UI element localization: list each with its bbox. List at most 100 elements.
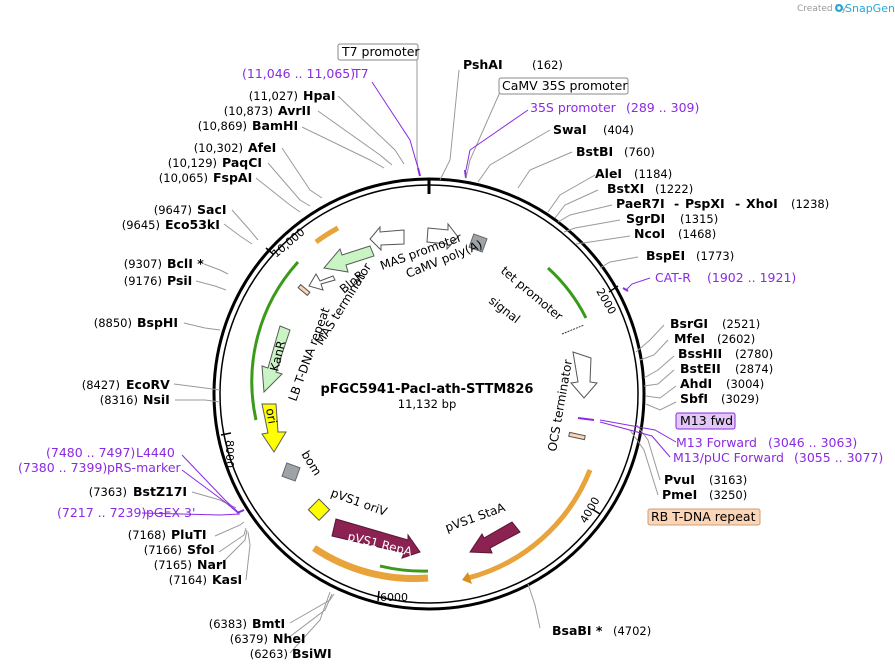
- svg-text:pGEX 3': pGEX 3': [146, 505, 195, 520]
- site-bsphi[interactable]: (8850)BspHI: [94, 315, 178, 330]
- svg-text:SgrDI: SgrDI: [626, 211, 665, 226]
- scale-tick-2000: 2000: [593, 285, 619, 317]
- site-alei[interactable]: AleI(1184): [595, 166, 672, 181]
- site-paer7i[interactable]: PaeR7I - PspXI - XhoI (1238): [616, 196, 829, 211]
- site-sbfi[interactable]: SbfI(3029): [680, 391, 759, 406]
- svg-text:-: -: [674, 196, 679, 211]
- site-bsshii[interactable]: BssHII(2780): [678, 346, 773, 361]
- svg-text:BamHI: BamHI: [252, 118, 298, 133]
- site-bsabi[interactable]: BsaBI *(4702): [552, 623, 651, 638]
- svg-text:L4440: L4440: [136, 445, 175, 460]
- feature-kanr: KanR: [267, 339, 288, 372]
- site-pshai[interactable]: PshAI (162): [463, 57, 563, 72]
- svg-text:SacI: SacI: [197, 202, 227, 217]
- svg-text:(2874): (2874): [735, 362, 773, 376]
- svg-text:2000: 2000: [593, 286, 618, 317]
- site-ahdi[interactable]: AhdI(3004): [680, 376, 764, 391]
- svg-text:(10,873): (10,873): [224, 104, 273, 118]
- svg-text:(7168): (7168): [128, 528, 166, 542]
- site-bsteii[interactable]: BstEII(2874): [680, 361, 773, 376]
- site-hpai[interactable]: (11,027)HpaI: [249, 88, 336, 103]
- svg-text:PmeI: PmeI: [662, 487, 697, 502]
- tet-promoter-mark: [561, 324, 585, 335]
- svg-text:BclI *: BclI *: [167, 256, 204, 271]
- site-fspai[interactable]: (10,065) FspAI: [159, 170, 252, 185]
- site-nsii[interactable]: (8316)NsiI: [100, 392, 170, 407]
- pvs1-repa-arrow[interactable]: [331, 518, 421, 559]
- site-sfoi[interactable]: (7166)SfoI: [144, 542, 215, 557]
- site-bstbi[interactable]: BstBI(760): [576, 144, 655, 159]
- svg-text:(1468): (1468): [678, 227, 716, 241]
- site-afei[interactable]: (10,302)AfeI: [194, 140, 276, 155]
- site-avrii[interactable]: (10,873)AvrII: [224, 103, 311, 118]
- feature-pvs1-oriv: pVS1 oriV: [329, 486, 390, 520]
- m13-fwd-box: [675, 412, 736, 430]
- site-bamhi[interactable]: (10,869) BamHI: [198, 118, 298, 133]
- svg-text:(2780): (2780): [735, 347, 773, 361]
- svg-text:M13 Forward: M13 Forward: [676, 435, 757, 450]
- primer-35s: 35S promoter (289 .. 309): [530, 100, 699, 115]
- site-sgrdi[interactable]: SgrDI(1315): [626, 211, 718, 226]
- svg-text:(10,869): (10,869): [198, 119, 247, 133]
- site-nhei[interactable]: (6379)NheI: [230, 631, 306, 646]
- site-swai[interactable]: SwaI(404): [553, 122, 634, 137]
- camv-35s-promoter-label: CaMV 35S promoter: [502, 78, 628, 93]
- svg-text:PaqCI: PaqCI: [222, 155, 262, 170]
- svg-text:PshAI: PshAI: [463, 57, 503, 72]
- site-saci[interactable]: (9647)SacI: [154, 202, 227, 217]
- ori-arrow: [261, 403, 287, 453]
- pvs1-oriv-box: [307, 498, 331, 522]
- site-pmei[interactable]: PmeI(3250): [662, 487, 747, 502]
- svg-text:(7217 .. 7239): (7217 .. 7239): [57, 505, 146, 520]
- scale-tick-4000: 4000: [577, 495, 602, 526]
- svg-text:BsrGI: BsrGI: [670, 316, 708, 331]
- svg-text:PsiI: PsiI: [167, 273, 192, 288]
- site-paqci[interactable]: (10,129) PaqCI: [168, 155, 262, 170]
- rb-tdna-arc: [467, 469, 593, 581]
- site-ecorv[interactable]: (8427)EcoRV: [82, 377, 170, 392]
- svg-text:4000: 4000: [577, 495, 602, 526]
- site-bstz17i[interactable]: (7363)BstZ17I: [89, 484, 187, 499]
- site-nari[interactable]: (7165)NarI: [154, 557, 227, 572]
- svg-text:(9645): (9645): [122, 218, 160, 232]
- site-bsiwi[interactable]: (6263)BsiWI: [250, 646, 332, 661]
- svg-text:(7165): (7165): [154, 558, 192, 572]
- site-bcli[interactable]: (9307)BclI *: [124, 256, 204, 271]
- svg-text:FspAI: FspAI: [213, 170, 252, 185]
- svg-text:(10,065): (10,065): [159, 171, 208, 185]
- svg-text:T7: T7: [352, 66, 369, 81]
- site-ncoi[interactable]: NcoI(1468): [634, 226, 716, 241]
- cat-r-primer-mark: [622, 287, 629, 292]
- credit-text: Created by: [797, 4, 847, 14]
- pvs1-staa-arrow[interactable]: [469, 521, 521, 554]
- svg-text:(162): (162): [532, 58, 563, 72]
- svg-text:8000: 8000: [223, 440, 236, 468]
- repa-green-arc: [379, 564, 429, 573]
- primer-leader-lines: [141, 81, 677, 516]
- svg-text:KasI: KasI: [212, 572, 242, 587]
- site-psii[interactable]: (9176)PsiI: [124, 273, 193, 288]
- svg-text:(1773): (1773): [696, 249, 734, 263]
- site-mfei[interactable]: MfeI(2602): [674, 331, 755, 346]
- site-bspei[interactable]: BspEI(1773): [646, 248, 734, 263]
- site-pvui[interactable]: PvuI(3163): [664, 472, 747, 487]
- svg-text:Eco53kI: Eco53kI: [165, 217, 220, 232]
- svg-text:(10,129): (10,129): [168, 156, 217, 170]
- svg-text:(7363): (7363): [89, 485, 127, 499]
- site-bmti[interactable]: (6383)BmtI: [209, 616, 285, 631]
- svg-text:NheI: NheI: [273, 631, 306, 646]
- t7-promoter-label: T7 promoter: [341, 44, 420, 59]
- site-pluti[interactable]: (7168)PluTI: [128, 527, 207, 542]
- repa-outer-arc: [312, 545, 429, 583]
- mas-promoter-arrow: [369, 225, 405, 252]
- svg-text:(6263): (6263): [250, 647, 288, 661]
- site-bsrgi[interactable]: BsrGI(2521): [670, 316, 760, 331]
- site-bstxi[interactable]: BstXI(1222): [607, 181, 693, 196]
- svg-text:(4702): (4702): [613, 624, 651, 638]
- svg-text:6000: 6000: [380, 591, 408, 604]
- svg-text:35S promoter: 35S promoter: [530, 100, 617, 115]
- blpr-arrow: [323, 245, 375, 273]
- svg-text:(7164): (7164): [169, 573, 207, 587]
- site-eco53ki[interactable]: (9645) Eco53kI: [122, 217, 220, 232]
- site-kasi[interactable]: (7164) KasI: [169, 572, 242, 587]
